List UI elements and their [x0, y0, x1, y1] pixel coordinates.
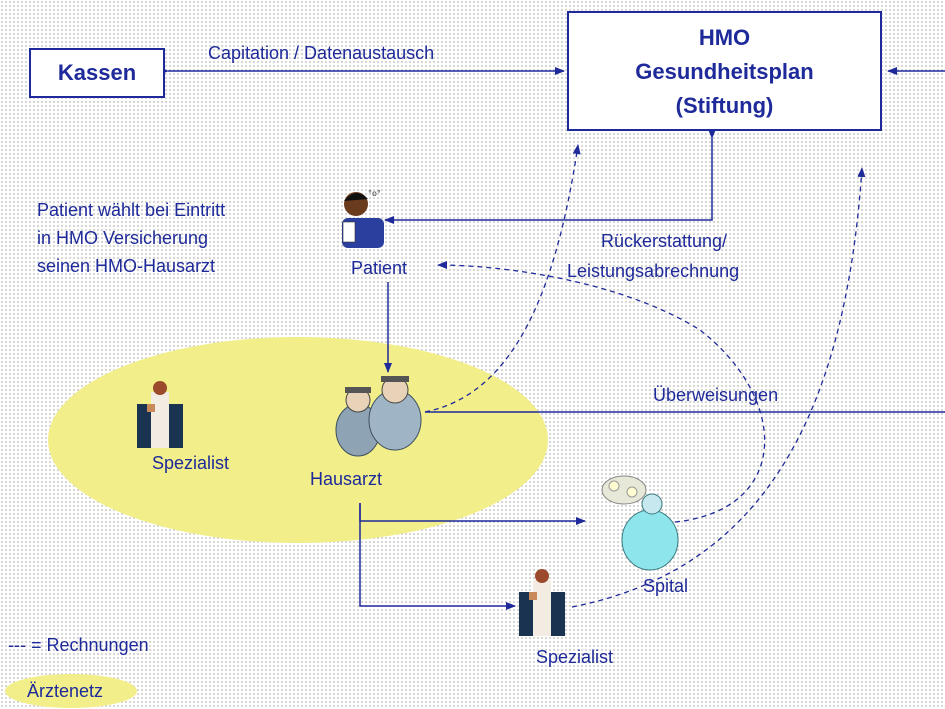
- hmo-title-line2: Gesundheitsplan: [635, 59, 814, 84]
- spital-label: Spital: [643, 576, 689, 596]
- note-line3: seinen HMO-Hausarzt: [37, 256, 216, 276]
- hausarzt-icon: [335, 376, 422, 457]
- legend-dashed-symbol: ---: [8, 635, 26, 655]
- spezialist-network-label: Spezialist: [152, 453, 230, 473]
- rueckerstattung-label-2: Leistungsabrechnung: [567, 261, 740, 281]
- legend-dashed: --- = Rechnungen: [8, 635, 149, 656]
- legend-network-swatch: [5, 674, 137, 708]
- spezialist-network-icon: [137, 381, 183, 448]
- spital-icon: [601, 475, 679, 571]
- rechnung-spezialist-hmo: [571, 167, 866, 608]
- hausarzt-label: Hausarzt: [310, 469, 383, 489]
- legend-network-label: Ärztenetz: [27, 681, 104, 701]
- note-line2: in HMO Versicherung: [37, 228, 209, 248]
- spezialist-external-label: Spezialist: [536, 647, 614, 667]
- hmo-node: HMO Gesundheitsplan (Stiftung): [567, 11, 882, 131]
- patient-label: Patient: [351, 258, 408, 278]
- rechnung-spital-patient: [437, 261, 766, 523]
- kassen-node: Kassen: [29, 48, 165, 98]
- legend-dashed-label: = Rechnungen: [31, 635, 149, 655]
- spezialist-external-icon: [519, 569, 565, 636]
- patient-icon: °o°: [342, 189, 384, 248]
- capitation-label: Capitation / Datenaustausch: [208, 43, 435, 63]
- rueckerstattung-label-1: Rückerstattung/: [601, 231, 728, 251]
- svg-text:°o°: °o°: [368, 189, 381, 198]
- hmo-title-line3: (Stiftung): [675, 93, 774, 118]
- hausarzt-spezialist-arrow: [359, 503, 516, 610]
- kassen-label: Kassen: [57, 60, 137, 85]
- aerztenetz-ellipse: [48, 337, 548, 543]
- hmo-title-line1: HMO: [698, 25, 751, 50]
- ueberweisungen-label: Überweisungen: [653, 385, 779, 405]
- hmo-patient-arrow: [384, 129, 716, 224]
- note-line1: Patient wählt bei Eintritt: [37, 200, 226, 220]
